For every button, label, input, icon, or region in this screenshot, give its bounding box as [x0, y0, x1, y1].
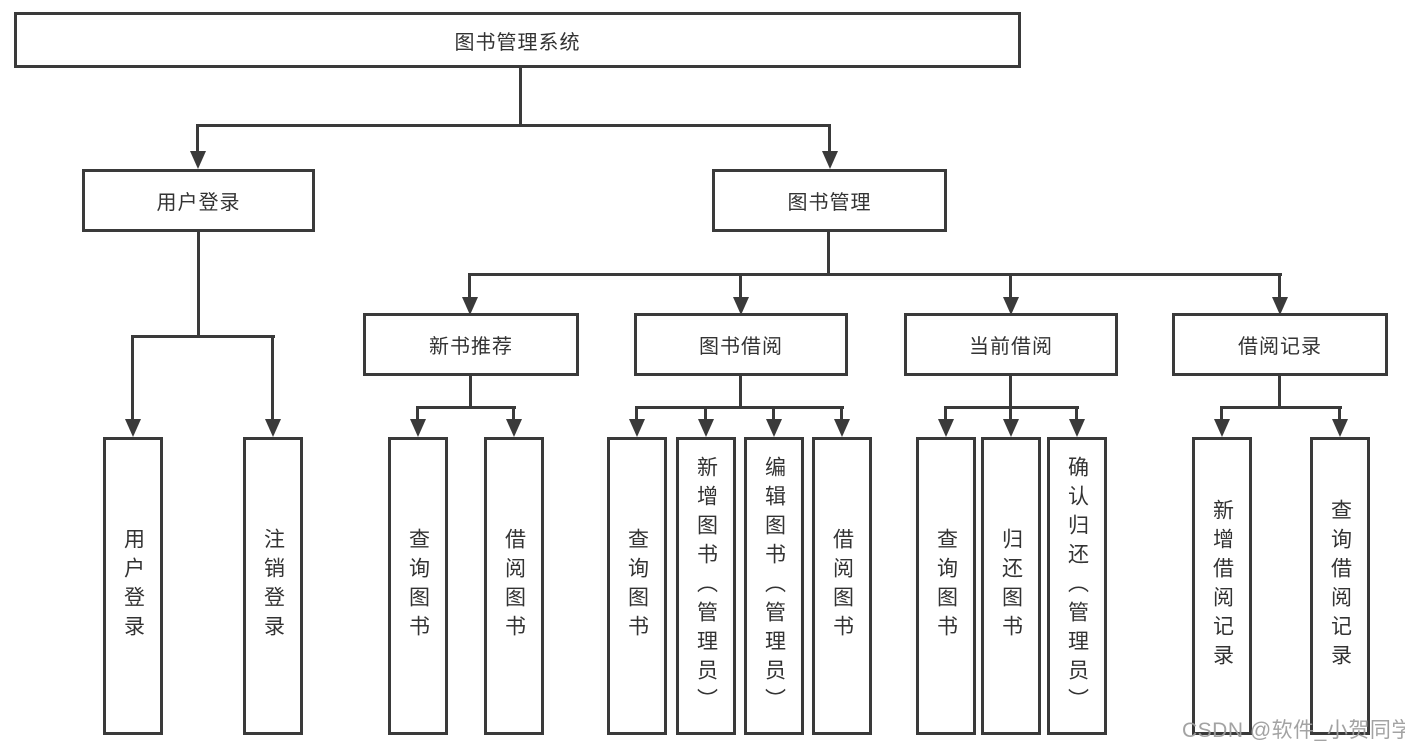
- node-leaf-query-borrow-record: 查询借阅记录: [1310, 437, 1370, 735]
- arrowhead-borrow-records-icon: [1272, 297, 1288, 315]
- node-borrowing-records: 借阅记录: [1172, 313, 1388, 376]
- connector-book-borrow-stem: [739, 376, 742, 407]
- connector-drop-return-books: [1009, 406, 1012, 423]
- connector-book-management-stem: [827, 232, 830, 275]
- arrowhead-add-books-icon: [698, 419, 714, 437]
- connector-drop-borrow-books-1: [512, 406, 515, 423]
- arrowhead-edit-books-icon: [766, 419, 782, 437]
- csdn-watermark: CSDN @软件_小贺同学: [1182, 719, 1405, 742]
- connector-drop-edit-books: [772, 406, 775, 423]
- leaf-label: 新增借阅记录: [1210, 499, 1234, 673]
- node-leaf-return-books: 归还图书: [981, 437, 1041, 735]
- connector-drop-borrow-records: [1278, 273, 1281, 301]
- node-leaf-query-books-borrow: 查询图书: [607, 437, 667, 735]
- connector-drop-borrow-books-2: [840, 406, 843, 423]
- connector-drop-new-book: [468, 273, 471, 301]
- connector-new-book-bar: [416, 406, 516, 409]
- connector-current-borrow-stem: [1009, 376, 1012, 407]
- leaf-label: 归还图书: [999, 528, 1023, 644]
- arrowhead-logout-leaf-icon: [265, 419, 281, 437]
- connector-drop-logout-leaf: [271, 335, 274, 421]
- leaf-label: 查询图书: [934, 528, 958, 644]
- connector-drop-query-books-3: [944, 406, 947, 423]
- node-current-borrowing: 当前借阅: [904, 313, 1118, 376]
- leaf-label: 注销登录: [261, 528, 285, 644]
- connector-drop-add-books: [704, 406, 707, 423]
- node-leaf-user-login: 用户登录: [103, 437, 163, 735]
- leaf-label: 确认归还（管理员）: [1065, 455, 1089, 717]
- connector-book-borrow-bar: [635, 406, 844, 409]
- connector-borrow-records-bar: [1220, 406, 1342, 409]
- node-book-management: 图书管理: [712, 169, 947, 232]
- connector-user-login-bar: [131, 335, 275, 338]
- node-book-borrowing: 图书借阅: [634, 313, 848, 376]
- connector-drop-login-leaf: [131, 335, 134, 421]
- arrowhead-login-leaf-icon: [125, 419, 141, 437]
- leaf-label: 查询图书: [406, 528, 430, 644]
- connector-drop-user-login: [196, 124, 199, 154]
- connector-drop-query-books-2: [635, 406, 638, 423]
- connector-new-book-stem: [469, 376, 472, 407]
- arrowhead-query-books-1-icon: [410, 419, 426, 437]
- leaf-label: 查询图书: [625, 528, 649, 644]
- connector-book-management-bar: [468, 273, 1282, 276]
- connector-borrow-records-stem: [1278, 376, 1281, 407]
- connector-drop-current-borrow: [1009, 273, 1012, 301]
- arrowhead-return-books-icon: [1003, 419, 1019, 437]
- node-leaf-add-borrow-record: 新增借阅记录: [1192, 437, 1252, 735]
- connector-drop-query-record: [1338, 406, 1341, 423]
- arrowhead-user-login-icon: [190, 151, 206, 169]
- arrowhead-borrow-books-2-icon: [834, 419, 850, 437]
- node-leaf-add-books-admin: 新增图书（管理员）: [676, 437, 736, 735]
- node-leaf-edit-books-admin: 编辑图书（管理员）: [744, 437, 804, 735]
- node-leaf-confirm-return-admin: 确认归还（管理员）: [1047, 437, 1107, 735]
- node-leaf-logout: 注销登录: [243, 437, 303, 735]
- arrowhead-query-books-3-icon: [938, 419, 954, 437]
- leaf-label: 编辑图书（管理员）: [762, 455, 786, 717]
- node-leaf-borrow-books-recommend: 借阅图书: [484, 437, 544, 735]
- connector-drop-confirm-return: [1075, 406, 1078, 423]
- connector-drop-book-management: [828, 124, 831, 154]
- leaf-label: 新增图书（管理员）: [694, 455, 718, 717]
- leaf-label: 借阅图书: [502, 528, 526, 644]
- connector-drop-add-record: [1220, 406, 1223, 423]
- node-leaf-query-books-recommend: 查询图书: [388, 437, 448, 735]
- arrowhead-query-record-icon: [1332, 419, 1348, 437]
- node-new-book-recommendation: 新书推荐: [363, 313, 579, 376]
- arrowhead-borrow-books-1-icon: [506, 419, 522, 437]
- connector-drop-book-borrow: [739, 273, 742, 301]
- connector-root-stem: [519, 68, 522, 125]
- leaf-label: 用户登录: [121, 528, 145, 644]
- node-library-management-system: 图书管理系统: [14, 12, 1021, 68]
- connector-drop-query-books-1: [416, 406, 419, 423]
- leaf-label: 查询借阅记录: [1328, 499, 1352, 673]
- arrowhead-new-book-icon: [462, 297, 478, 315]
- arrowhead-book-borrow-icon: [733, 297, 749, 315]
- connector-root-bar: [197, 124, 831, 127]
- arrowhead-confirm-return-icon: [1069, 419, 1085, 437]
- connector-user-login-stem: [197, 232, 200, 335]
- node-user-login: 用户登录: [82, 169, 315, 232]
- leaf-label: 借阅图书: [830, 528, 854, 644]
- node-leaf-borrow-books: 借阅图书: [812, 437, 872, 735]
- arrowhead-current-borrow-icon: [1003, 297, 1019, 315]
- arrowhead-query-books-2-icon: [629, 419, 645, 437]
- arrowhead-add-record-icon: [1214, 419, 1230, 437]
- arrowhead-book-management-icon: [822, 151, 838, 169]
- node-leaf-query-books-current: 查询图书: [916, 437, 976, 735]
